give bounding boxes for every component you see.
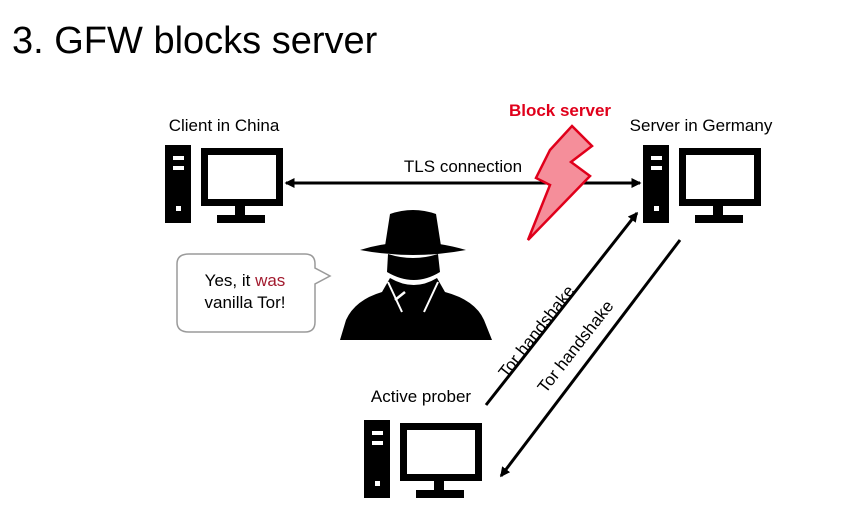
prober-label: Active prober <box>371 387 471 406</box>
block-server-label: Block server <box>509 101 611 120</box>
slide-title: 3. GFW blocks server <box>12 20 378 62</box>
speech-text-highlight: was <box>254 271 285 290</box>
speech-bubble: Yes, it was vanilla Tor! <box>176 253 332 333</box>
server-computer-icon <box>643 145 761 223</box>
server-label: Server in Germany <box>630 116 773 135</box>
tor-handshake-arrow-to-server <box>484 211 639 406</box>
prober-computer-icon <box>364 420 482 498</box>
speech-text-line-1: Yes, it was <box>205 271 286 290</box>
tor-handshake-arrow-to-prober <box>499 239 682 478</box>
client-label: Client in China <box>169 116 280 135</box>
speech-text-plain: Yes, it <box>205 271 255 290</box>
lightning-bolt-icon <box>526 124 594 241</box>
spy-agent-icon <box>340 210 492 340</box>
client-computer-icon <box>165 145 283 223</box>
speech-text-line-2: vanilla Tor! <box>205 293 286 312</box>
tls-connection-label: TLS connection <box>404 157 522 176</box>
